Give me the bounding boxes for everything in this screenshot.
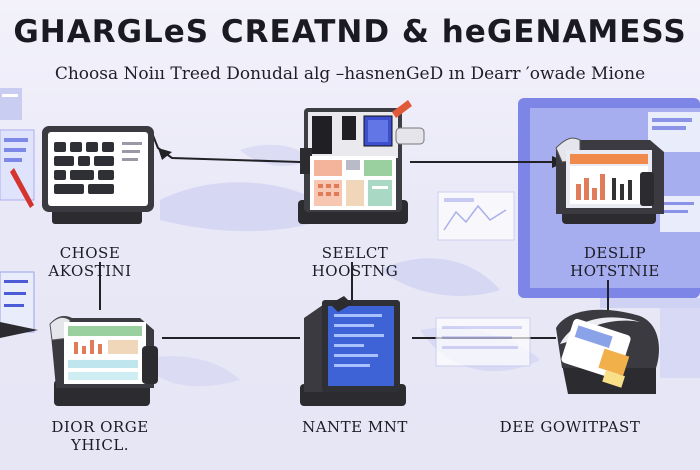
device-deploy-website	[556, 309, 659, 394]
faint-panels	[435, 191, 531, 367]
step-label-5: NANTE MNT	[302, 418, 408, 436]
diagram-subtitle: Choosa Noiıı Treed Donudal alg –hasnenGe…	[54, 64, 646, 84]
step-label-1: CHOSE AKOSTINI	[48, 244, 132, 280]
connector-lines	[99, 132, 609, 339]
device-select-hosting	[298, 100, 425, 224]
device-maintenance	[300, 296, 406, 406]
step-label-2: SEELCT HOOSTNG	[311, 244, 399, 280]
diagram-title: GHARGLeS CREATND & heGENAMESS	[13, 14, 687, 50]
step-label-4: DIOR ORGE YHICL.	[51, 418, 149, 454]
step-label-6: DEE GOWITPAST	[499, 418, 641, 436]
step-label-3: DESLIP HOTSTNIE	[570, 244, 660, 280]
left-partial-screens	[0, 88, 38, 338]
device-choose-hosting	[42, 126, 154, 224]
device-domain-registration	[49, 316, 158, 406]
device-deploy-hosting	[555, 137, 664, 224]
